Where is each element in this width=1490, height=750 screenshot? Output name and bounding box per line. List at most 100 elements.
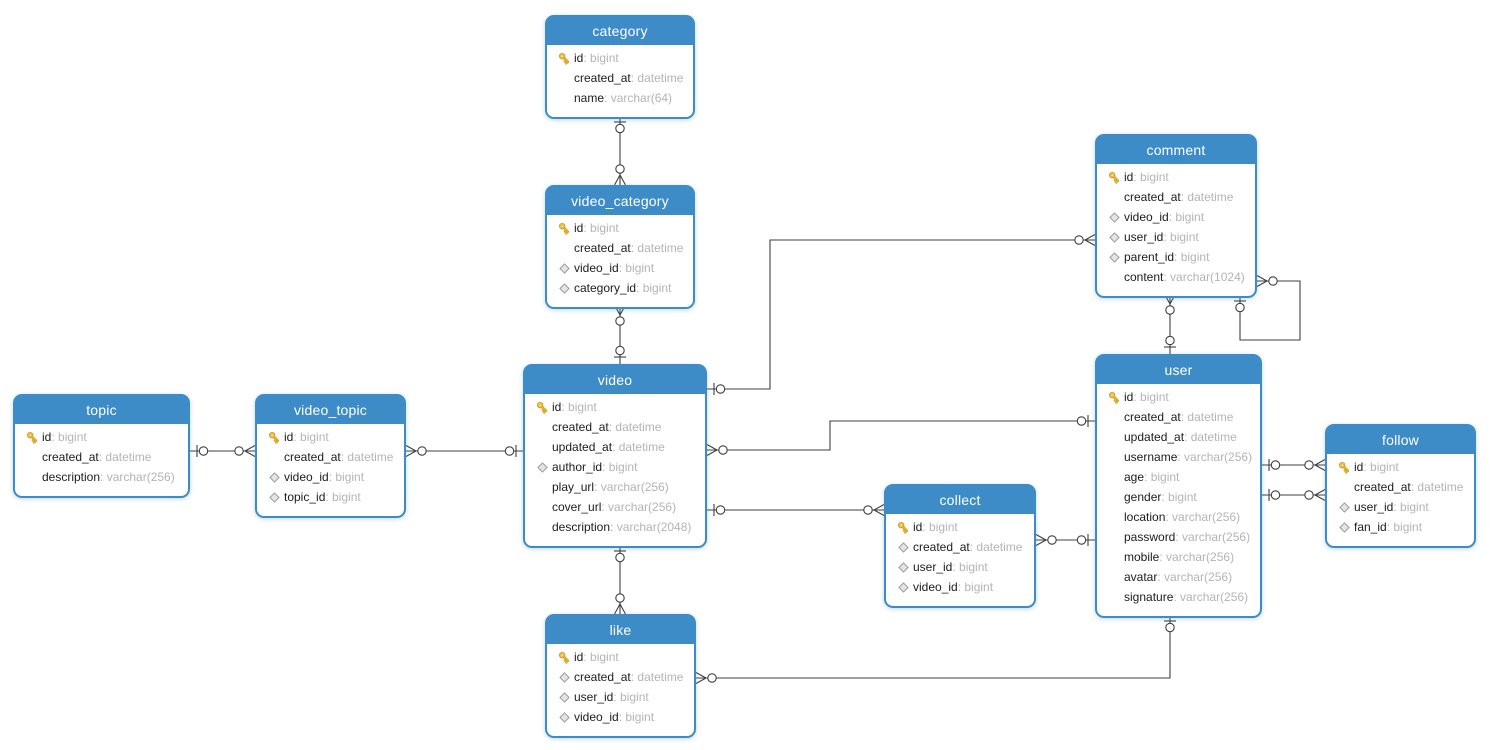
field-row[interactable]: idbigint [886,517,1034,537]
field-row[interactable]: video_idbigint [1097,207,1255,227]
field-row[interactable]: user_idbigint [886,557,1034,577]
field-row[interactable]: signaturevarchar(256) [1097,587,1260,607]
primary-key-icon [554,51,574,66]
field-row[interactable]: created_atdatetime [525,417,705,437]
relationship-video-video_topic-3[interactable] [405,445,523,457]
relationship-video_category-video-1[interactable] [614,304,626,364]
field-name: video_id [913,580,958,594]
field-type: bigint [958,580,993,594]
field-row[interactable]: avatarvarchar(256) [1097,567,1260,587]
field-row[interactable]: genderbigint [1097,487,1260,507]
field-row[interactable]: passwordvarchar(256) [1097,527,1260,547]
table-video_topic[interactable]: video_topic idbigintcreated_atdatetimevid… [255,394,406,518]
field-row[interactable]: idbigint [1097,167,1255,187]
relationship-comment-comment-9[interactable] [1234,275,1301,341]
field-row[interactable]: category_idbigint [547,278,693,298]
field-name: video_id [574,261,619,275]
field-row[interactable]: user_idbigint [1097,227,1255,247]
field-row[interactable]: agebigint [1097,467,1260,487]
table-header[interactable]: category [547,17,693,45]
table-video_category[interactable]: video_category idbigintcreated_atdatetime… [545,185,695,309]
table-header[interactable]: topic [15,396,188,424]
field-type: datetime [1184,430,1237,444]
relationship-collect-user-7[interactable] [1035,534,1095,546]
field-row[interactable]: idbigint [547,48,693,68]
field-row[interactable]: user_idbigint [1327,497,1474,517]
relationship-video-user-5[interactable] [706,415,1095,456]
field-row[interactable]: idbigint [257,427,404,447]
relationship-user-follow-11[interactable] [1262,489,1326,501]
field-type: varchar(256) [1175,530,1250,544]
field-row[interactable]: descriptionvarchar(2048) [525,517,705,537]
foreign-key-icon [554,691,574,703]
field-name: name [574,91,605,105]
relationship-user-follow-10[interactable] [1262,459,1326,471]
relationship-topic-video_topic-2[interactable] [190,445,256,457]
field-name: id [1124,390,1134,404]
relationship-video-comment-4[interactable] [707,234,1096,396]
table-header[interactable]: follow [1327,426,1474,454]
table-comment[interactable]: comment idbigintcreated_atdatetimevideo_i… [1095,134,1257,298]
field-row[interactable]: idbigint [525,397,705,417]
field-row[interactable]: idbigint [547,218,693,238]
field-row[interactable]: idbigint [15,427,188,447]
table-header[interactable]: video_topic [257,396,404,424]
table-topic[interactable]: topic idbigintcreated_atdatetimedescripti… [13,394,190,498]
field-type: varchar(2048) [610,520,692,534]
field-row[interactable]: created_atdatetime [547,68,693,88]
field-row[interactable]: created_atdatetime [257,447,404,467]
table-header[interactable]: user [1097,356,1260,384]
field-name: created_at [574,241,631,255]
table-header[interactable]: like [547,616,694,644]
field-row[interactable]: video_idbigint [886,577,1034,597]
field-row[interactable]: topic_idbigint [257,487,404,507]
foreign-key-icon [893,541,913,553]
primary-key-icon [1104,390,1124,405]
field-row[interactable]: created_atdatetime [15,447,188,467]
field-row[interactable]: play_urlvarchar(256) [525,477,705,497]
field-row[interactable]: usernamevarchar(256) [1097,447,1260,467]
field-row[interactable]: video_idbigint [257,467,404,487]
field-row[interactable]: updated_atdatetime [525,437,705,457]
field-row[interactable]: fan_idbigint [1327,517,1474,537]
table-user[interactable]: useridbigintcreated_atdatetimeupdated_at… [1095,354,1262,618]
field-row[interactable]: cover_urlvarchar(256) [525,497,705,517]
relationship-video-collect-6[interactable] [707,504,885,516]
field-name: created_at [1124,410,1181,424]
table-category[interactable]: category idbigintcreated_atdatetimenameva… [545,15,695,119]
field-row[interactable]: author_idbigint [525,457,705,477]
field-row[interactable]: created_atdatetime [1097,187,1255,207]
field-row[interactable]: mobilevarchar(256) [1097,547,1260,567]
field-name: user_id [1354,500,1394,514]
foreign-key-icon [554,262,574,274]
field-row[interactable]: idbigint [1097,387,1260,407]
field-row[interactable]: descriptionvarchar(256) [15,467,188,487]
field-row[interactable]: created_atdatetime [1097,407,1260,427]
field-row[interactable]: idbigint [1327,457,1474,477]
table-header[interactable]: comment [1097,136,1255,164]
field-row[interactable]: video_idbigint [547,707,694,727]
field-row[interactable]: updated_atdatetime [1097,427,1260,447]
table-header[interactable]: video [525,366,705,394]
relationship-like-user-13[interactable] [695,614,1176,684]
field-row[interactable]: idbigint [547,647,694,667]
table-video[interactable]: video idbigintcreated_atdatetimeupdated_a… [523,364,707,548]
table-like[interactable]: like idbigintcreated_atdatetimeuser_idbig… [545,614,696,738]
field-row[interactable]: contentvarchar(1024) [1097,267,1255,287]
field-row[interactable]: video_idbigint [547,258,693,278]
relationship-comment-user-8[interactable] [1164,293,1176,354]
field-row[interactable]: user_idbigint [547,687,694,707]
table-header[interactable]: collect [886,486,1034,514]
field-row[interactable]: created_atdatetime [547,238,693,258]
table-collect[interactable]: collect idbigintcreated_atdatetimeuser_id… [884,484,1036,608]
table-header[interactable]: video_category [547,187,693,215]
field-row[interactable]: created_atdatetime [886,537,1034,557]
field-row[interactable]: locationvarchar(256) [1097,507,1260,527]
table-follow[interactable]: follow idbigintcreated_atdatetimeuser_idb… [1325,424,1476,548]
relationship-category-video_category-0[interactable] [614,115,626,186]
field-row[interactable]: created_atdatetime [1327,477,1474,497]
relationship-video-like-12[interactable] [614,544,626,615]
field-row[interactable]: namevarchar(64) [547,88,693,108]
field-row[interactable]: created_atdatetime [547,667,694,687]
field-row[interactable]: parent_idbigint [1097,247,1255,267]
